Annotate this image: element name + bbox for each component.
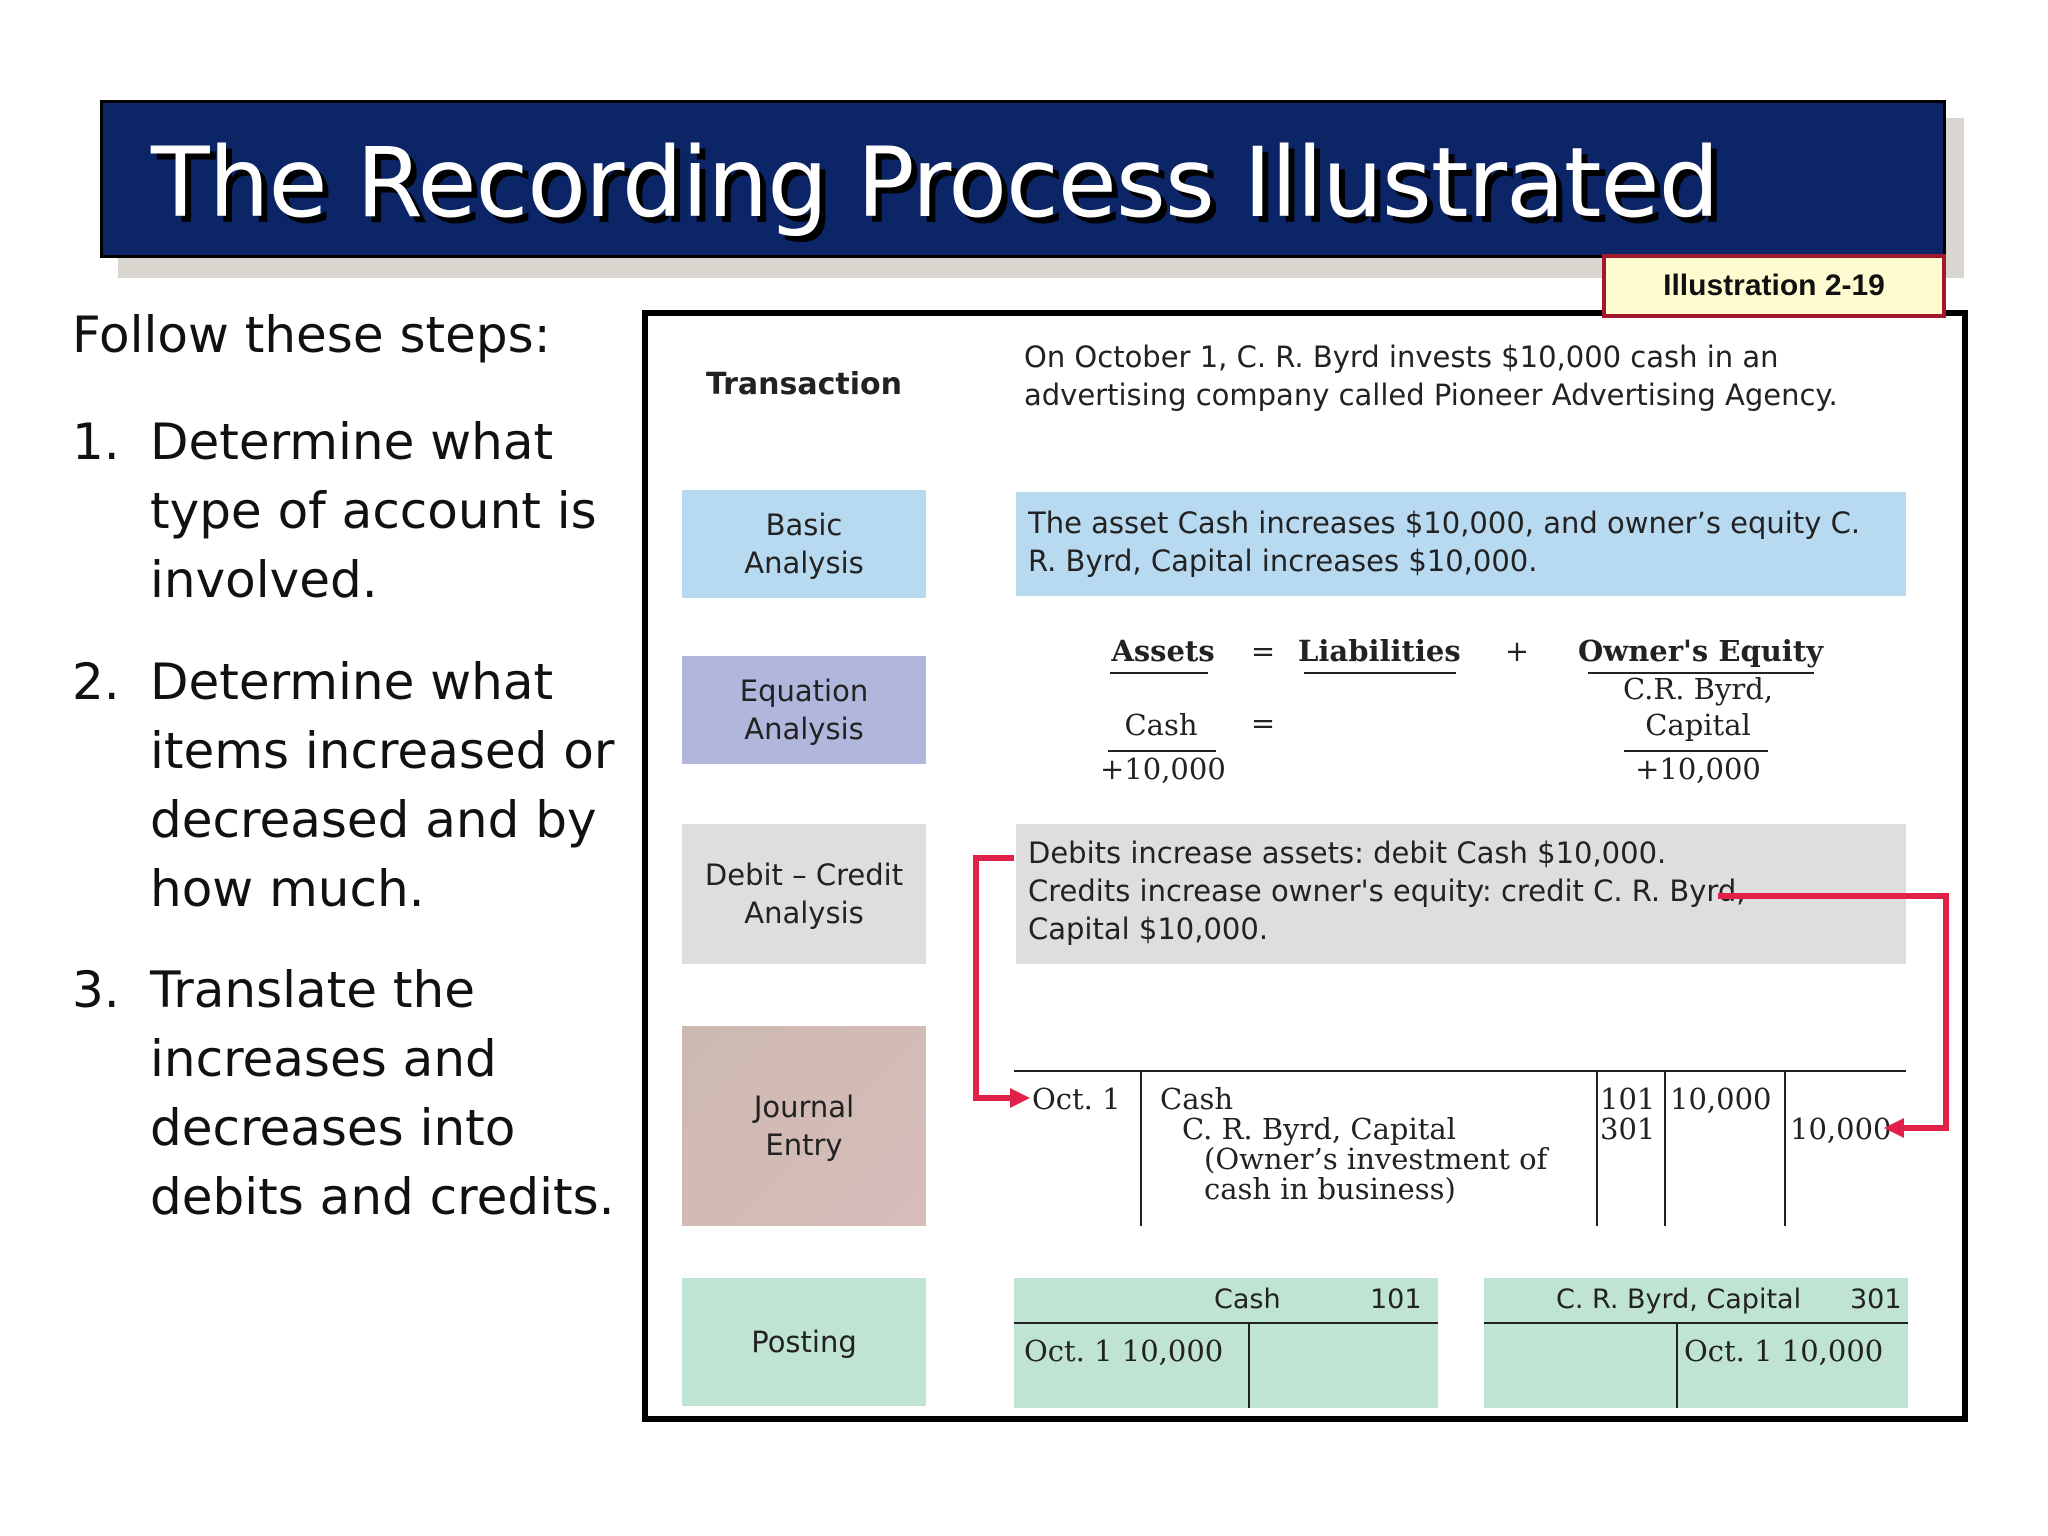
label-line: Entry <box>765 1128 843 1162</box>
cash-ledger-account: Cash 101 Oct. 1 10,000 <box>1014 1278 1438 1408</box>
journal-divider <box>1596 1072 1598 1226</box>
ledger-debit-entry: Oct. 1 10,000 <box>1024 1334 1224 1368</box>
journal-divider <box>1140 1072 1142 1226</box>
label-line: Analysis <box>744 712 864 746</box>
step-text: Determine what items increased or decrea… <box>150 653 615 918</box>
label-line: Debit – Credit <box>704 858 904 892</box>
credit-arrow-line <box>1718 893 1949 1131</box>
journal-top-rule <box>1014 1070 1906 1072</box>
step-number: 1. <box>72 413 120 471</box>
illustration-frame: Transaction On October 1, C. R. Byrd inv… <box>642 310 1968 1422</box>
equation-capital-line1: C.R. Byrd, <box>1623 672 1773 706</box>
debit-credit-line: Capital $10,000. <box>1028 912 1269 946</box>
journal-divider <box>1664 1072 1666 1226</box>
debit-arrow-line <box>973 855 1016 1101</box>
ledger-account-number: 101 <box>1370 1284 1422 1315</box>
equation-cash: Cash <box>1124 708 1198 742</box>
ledger-divider <box>1676 1324 1678 1408</box>
equation-plus: + <box>1504 634 1530 668</box>
debit-credit-line: Debits increase assets: debit Cash $10,0… <box>1028 836 1667 870</box>
ledger-rule <box>1484 1322 1908 1324</box>
connector-arrows <box>973 855 1949 1138</box>
title-banner: The Recording Process Illustrated <box>100 100 1946 258</box>
debit-credit-text: Debits increase assets: debit Cash $10,0… <box>1016 824 1906 964</box>
equation-capital-line2: Capital <box>1645 708 1751 742</box>
equation-cash-amount: +10,000 <box>1100 752 1226 786</box>
journal-debit-account: Cash <box>1160 1082 1234 1116</box>
journal-credit-amount: 10,000 <box>1790 1112 1892 1146</box>
equation-assets: Assets <box>1111 634 1215 668</box>
ledger-account-number: 301 <box>1850 1284 1902 1315</box>
step-number: 3. <box>72 961 120 1019</box>
transaction-label: Transaction <box>705 367 903 402</box>
ledger-divider <box>1248 1324 1250 1408</box>
underline <box>1110 672 1208 674</box>
transaction-text: On October 1, C. R. Byrd invests $10,000… <box>1024 340 1838 412</box>
ledger-credit-entry: Oct. 1 10,000 <box>1684 1334 1884 1368</box>
ledger-account-name: C. R. Byrd, Capital <box>1556 1284 1802 1315</box>
underline <box>1304 672 1456 674</box>
label-line: Equation <box>739 674 869 708</box>
journal-divider <box>1784 1072 1786 1226</box>
ledger-account-name: Cash <box>1214 1284 1281 1315</box>
basic-analysis-text: The asset Cash increases $10,000, and ow… <box>1016 492 1906 596</box>
posting-label: Posting <box>682 1278 926 1406</box>
ledger-rule <box>1014 1322 1438 1324</box>
journal-ref: 101 <box>1600 1082 1656 1116</box>
label-line: Journal <box>753 1090 855 1124</box>
illustration-tag: Illustration 2-19 <box>1602 254 1946 318</box>
equation-owners-equity: Owner's Equity <box>1578 634 1824 668</box>
label-line: Analysis <box>744 896 864 930</box>
steps-intro: Follow these steps: <box>72 306 551 364</box>
journal-credit-account: C. R. Byrd, Capital <box>1182 1112 1456 1146</box>
slide-title: The Recording Process Illustrated <box>151 127 1719 239</box>
journal-explanation: (Owner’s investment of <box>1204 1142 1548 1176</box>
debit-credit-line: Credits increase owner's equity: credit … <box>1028 874 1746 908</box>
underline <box>1108 750 1216 752</box>
capital-ledger-account: C. R. Byrd, Capital 301 Oct. 1 10,000 <box>1484 1278 1908 1408</box>
credit-arrow-head <box>1884 1118 1904 1138</box>
equation-capital-amount: +10,000 <box>1635 752 1761 786</box>
journal-date: Oct. 1 <box>1032 1082 1121 1116</box>
equation-equals: = <box>1250 706 1276 740</box>
equation-liabilities: Liabilities <box>1298 634 1461 668</box>
equation-equals: = <box>1250 634 1276 668</box>
step-number: 2. <box>72 653 120 711</box>
label-line: Basic <box>765 508 843 542</box>
step-text: Determine what type of account is involv… <box>150 413 597 609</box>
underline <box>1624 750 1768 752</box>
label-line: Analysis <box>744 546 864 580</box>
journal-debit-amount: 10,000 <box>1670 1082 1772 1116</box>
step-text: Translate the increases and decreases in… <box>150 961 615 1226</box>
journal-ref: 301 <box>1600 1112 1656 1146</box>
debit-arrow-head <box>1010 1088 1030 1108</box>
underline <box>1588 672 1814 674</box>
journal-explanation: cash in business) <box>1204 1172 1456 1206</box>
